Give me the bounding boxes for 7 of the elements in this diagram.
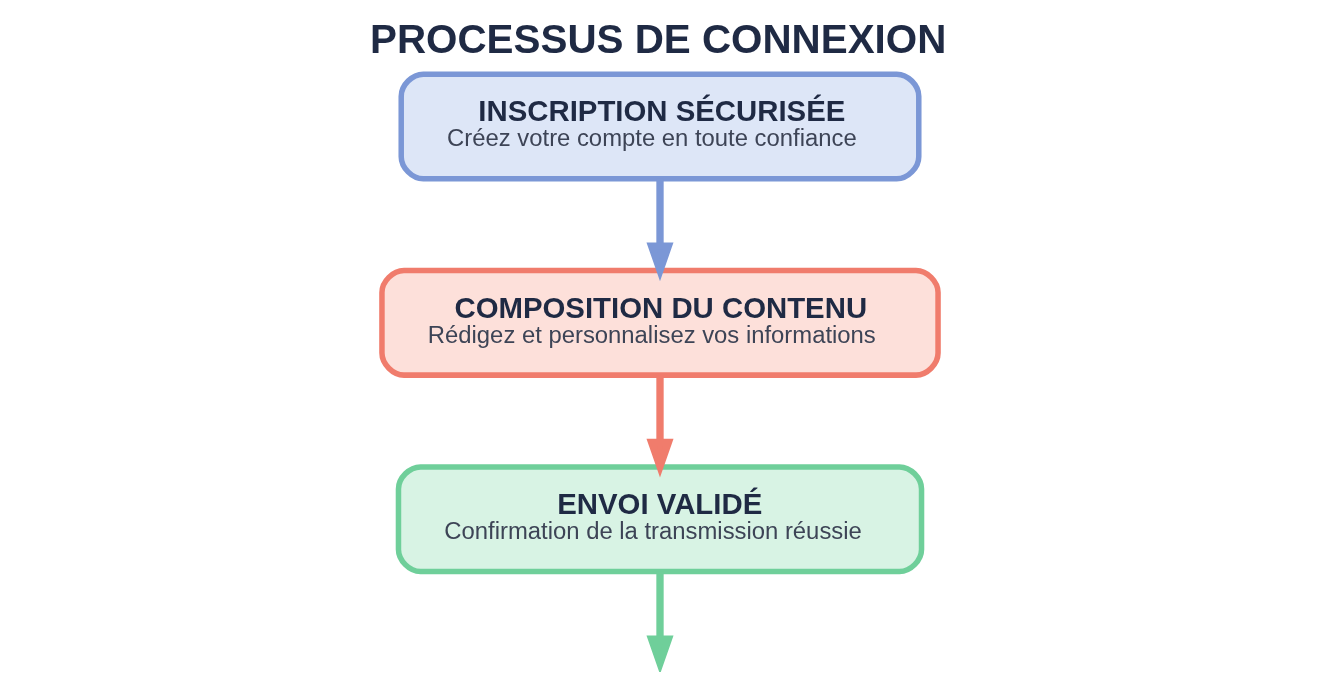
arrow xyxy=(646,178,674,282)
node-box: INSCRIPTION SÉCURISÉE Créez votre compte en toute confiance xyxy=(398,71,922,182)
arrow xyxy=(646,375,674,478)
node-box: COMPOSITION DU CONTENU Rédigez et personnalisez vos informations xyxy=(379,267,941,378)
node-box: ENVOI VALIDÉ Confirmation de la transmission réussie xyxy=(395,464,925,575)
arrow xyxy=(646,571,674,672)
diagram-title: PROCESSUS DE CONNEXION xyxy=(370,16,947,63)
